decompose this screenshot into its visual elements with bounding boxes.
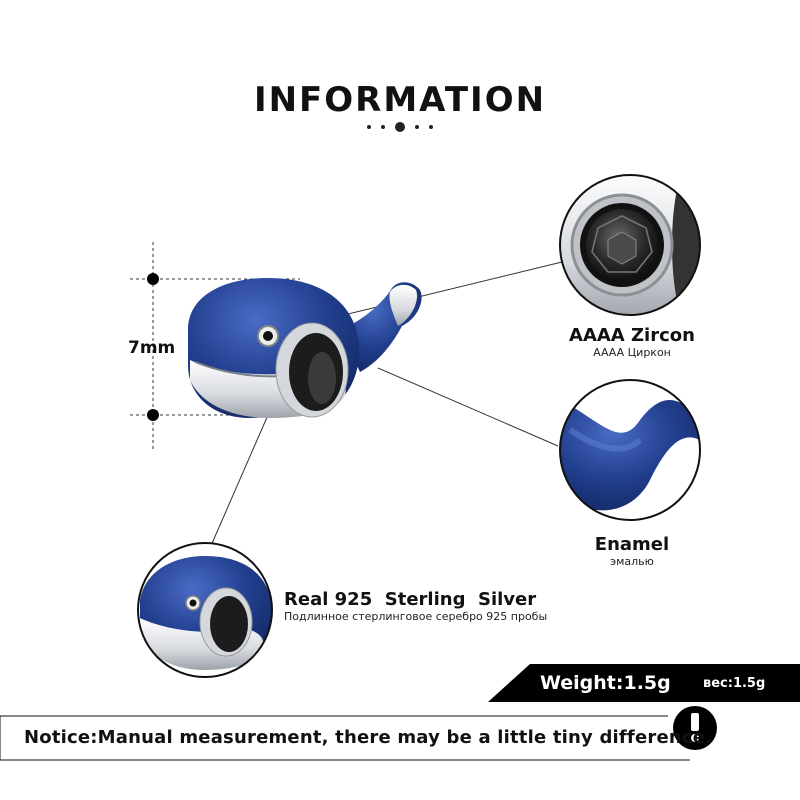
silver-label: Real 925 Sterling Silver bbox=[284, 589, 537, 610]
silver-label-group: Real 925 Sterling Silver Подлинное стерл… bbox=[284, 589, 547, 623]
zircon-label-group: AAAA Zircon AAAA Циркон bbox=[532, 325, 732, 359]
weight-banner bbox=[488, 664, 800, 702]
whale-charm bbox=[188, 278, 422, 418]
enamel-sublabel: эмалью bbox=[610, 555, 654, 568]
dimension-label: 7mm bbox=[128, 338, 176, 358]
title-dots-divider bbox=[0, 122, 800, 132]
notice-frame bbox=[0, 715, 690, 761]
divider-dot bbox=[381, 125, 385, 129]
zircon-sublabel: AAAA Циркон bbox=[593, 346, 671, 359]
divider-dot bbox=[415, 125, 419, 129]
zircon-detail-circle bbox=[559, 174, 701, 316]
weight-label-ru: вес:1.5g bbox=[703, 676, 766, 691]
divider-dot-active bbox=[395, 122, 405, 132]
weight-label: Weight:1.5g bbox=[540, 672, 671, 694]
divider-dot bbox=[429, 125, 433, 129]
exclamation-icon bbox=[673, 706, 717, 750]
enamel-detail-circle bbox=[559, 379, 701, 521]
enamel-label-group: Enamel эмалью bbox=[532, 534, 732, 568]
divider-dot bbox=[367, 125, 371, 129]
silver-sublabel: Подлинное стерлинговое серебро 925 пробы bbox=[284, 610, 548, 623]
silver-detail-circle bbox=[137, 542, 273, 678]
zircon-label: AAAA Zircon bbox=[569, 325, 695, 346]
enamel-label: Enamel bbox=[594, 534, 670, 555]
dimension-guides bbox=[130, 242, 300, 450]
page-title: INFORMATION bbox=[253, 80, 547, 120]
notice-text: Notice:Manual measurement, there may be … bbox=[24, 727, 713, 748]
